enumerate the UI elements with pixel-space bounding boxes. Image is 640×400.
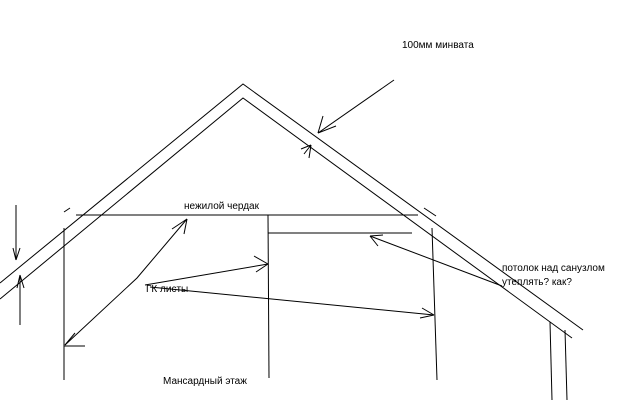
middle-wall (267, 214, 270, 379)
insulation-label: 100мм минвата (402, 40, 474, 51)
right-wall (431, 227, 438, 381)
outer-wall-outer (564, 329, 568, 400)
roof-outline (0, 83, 584, 339)
outer-wall-inner (549, 321, 553, 400)
insulation-arrow (300, 79, 395, 159)
ceiling-and-walls (63, 207, 568, 400)
roof-outer-line (0, 83, 584, 331)
left-dimension-arrows (12, 205, 25, 325)
attic-label: нежилой чердак (184, 201, 259, 212)
question-line2: утеплять? как? (502, 277, 572, 288)
drywall-label: ГК листы (146, 284, 189, 295)
question-line1: потолок над санузлом (502, 263, 605, 274)
drywall-arrows (64, 218, 503, 346)
floor-label: Мансардный этаж (163, 376, 247, 387)
roof-inner-line (0, 97, 573, 339)
